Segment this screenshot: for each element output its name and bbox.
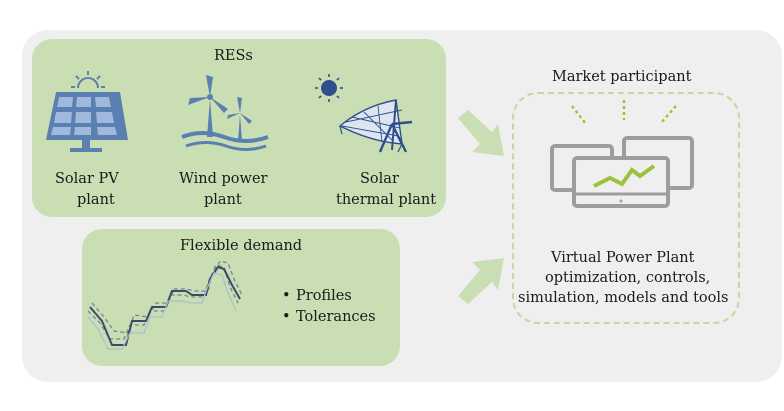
market-participant-label: Market participant [548, 68, 696, 87]
list-item: • Tolerances [282, 307, 376, 328]
bullet-tolerances: Tolerances [296, 309, 376, 325]
solar-pv-label-line1: Solar PV [55, 171, 119, 187]
solar-panel-icon [46, 71, 128, 152]
vpp-line3: simulation, models and tools [518, 290, 729, 306]
sun-icon [315, 74, 343, 102]
demand-curve-icon [87, 260, 243, 350]
bullet: • [282, 288, 291, 304]
list-item: • Profiles [282, 286, 376, 307]
flexible-demand-list: • Profiles • Tolerances [282, 286, 376, 328]
wind-turbine-icon [181, 75, 269, 151]
vpp-line2: optimization, controls, [545, 270, 711, 286]
flexible-demand-title: Flexible demand [180, 238, 303, 254]
solar-thermal-label-line1: Solar [360, 171, 399, 187]
vpp-dashed-box [512, 92, 740, 324]
solar-thermal-label-line2: thermal plant [336, 192, 437, 208]
solar-pv-label-line2: plant [77, 192, 115, 208]
arrow-icon [458, 258, 504, 304]
arrow-icon [458, 110, 504, 156]
bullet: • [282, 309, 291, 325]
vpp-line1: Virtual Power Plant [551, 250, 695, 266]
monitor-icon [550, 100, 694, 208]
bullet-profiles: Profiles [296, 288, 352, 304]
res-title: RESs [214, 48, 253, 64]
flexible-demand-panel [82, 229, 400, 366]
sun-icon [71, 71, 105, 89]
wind-label-line1: Wind power [179, 171, 268, 187]
solar-thermal-icon [315, 74, 413, 153]
wind-label-line2: plant [204, 192, 242, 208]
